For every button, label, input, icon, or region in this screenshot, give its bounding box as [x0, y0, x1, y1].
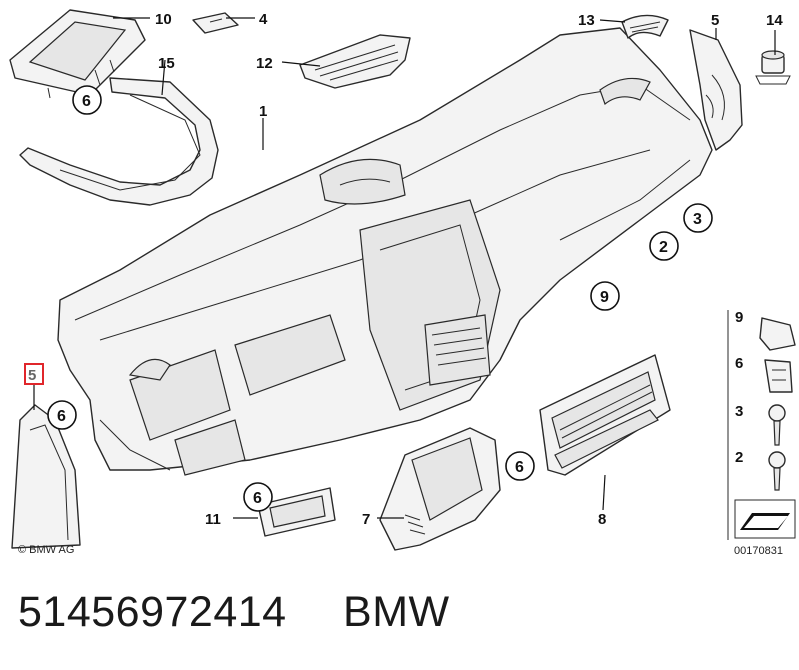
part-7-bezel [379, 427, 501, 551]
brand-name: BMW [343, 588, 450, 636]
legend-label-9: 9 [735, 309, 743, 326]
part-13-vent [621, 14, 669, 39]
callout-14: 14 [766, 12, 783, 29]
highlight-box [24, 363, 44, 385]
leader-lines [33, 17, 776, 519]
circle-label-6b: 6 [57, 408, 66, 425]
legend-label-6: 6 [735, 355, 743, 372]
part-number: 51456972414 [18, 588, 287, 636]
callout-4: 4 [259, 11, 268, 28]
parts-diagram: 10 4 15 12 1 13 5 14 11 7 8 5 6 3 2 9 6 … [9, 9, 796, 557]
part-5-side-trim [689, 29, 743, 151]
part-4-pad [192, 12, 239, 34]
circle-label-2: 2 [659, 239, 668, 256]
circle-label-9: 9 [600, 289, 609, 306]
callout-5-top: 5 [711, 12, 719, 29]
callout-13: 13 [578, 12, 595, 29]
part-14-clip [755, 50, 791, 85]
circled-callouts: 6 3 2 9 6 6 6 [47, 85, 713, 512]
part-8-vent-panel [539, 354, 671, 476]
part-5-end-cap [11, 404, 81, 549]
part-number-caption: 51456972414 BMW [18, 588, 450, 648]
dashboard-carrier [57, 27, 713, 476]
callout-11: 11 [205, 511, 221, 528]
part-10-trim-frame [9, 9, 146, 99]
callout-10: 10 [155, 11, 172, 28]
copyright-notice: © BMW AG [18, 544, 74, 556]
circle-label-6d: 6 [515, 459, 524, 476]
part-15-bracket [19, 77, 219, 206]
callout-15: 15 [158, 55, 175, 72]
circle-label-3: 3 [693, 211, 702, 228]
callout-12: 12 [256, 55, 273, 72]
fastener-legend [727, 310, 796, 540]
callout-1: 1 [259, 103, 267, 120]
circle-label-6c: 6 [253, 490, 262, 507]
legend-label-3: 3 [735, 403, 743, 420]
part-11-cover [257, 487, 336, 537]
part-12-grille [299, 34, 411, 89]
callout-7: 7 [362, 511, 370, 528]
drawing-number: 00170831 [734, 545, 783, 557]
legend-label-2: 2 [735, 449, 743, 466]
callout-8: 8 [598, 511, 606, 528]
callout-5-highlighted: 5 [28, 367, 36, 384]
circle-label-6a: 6 [82, 93, 91, 110]
